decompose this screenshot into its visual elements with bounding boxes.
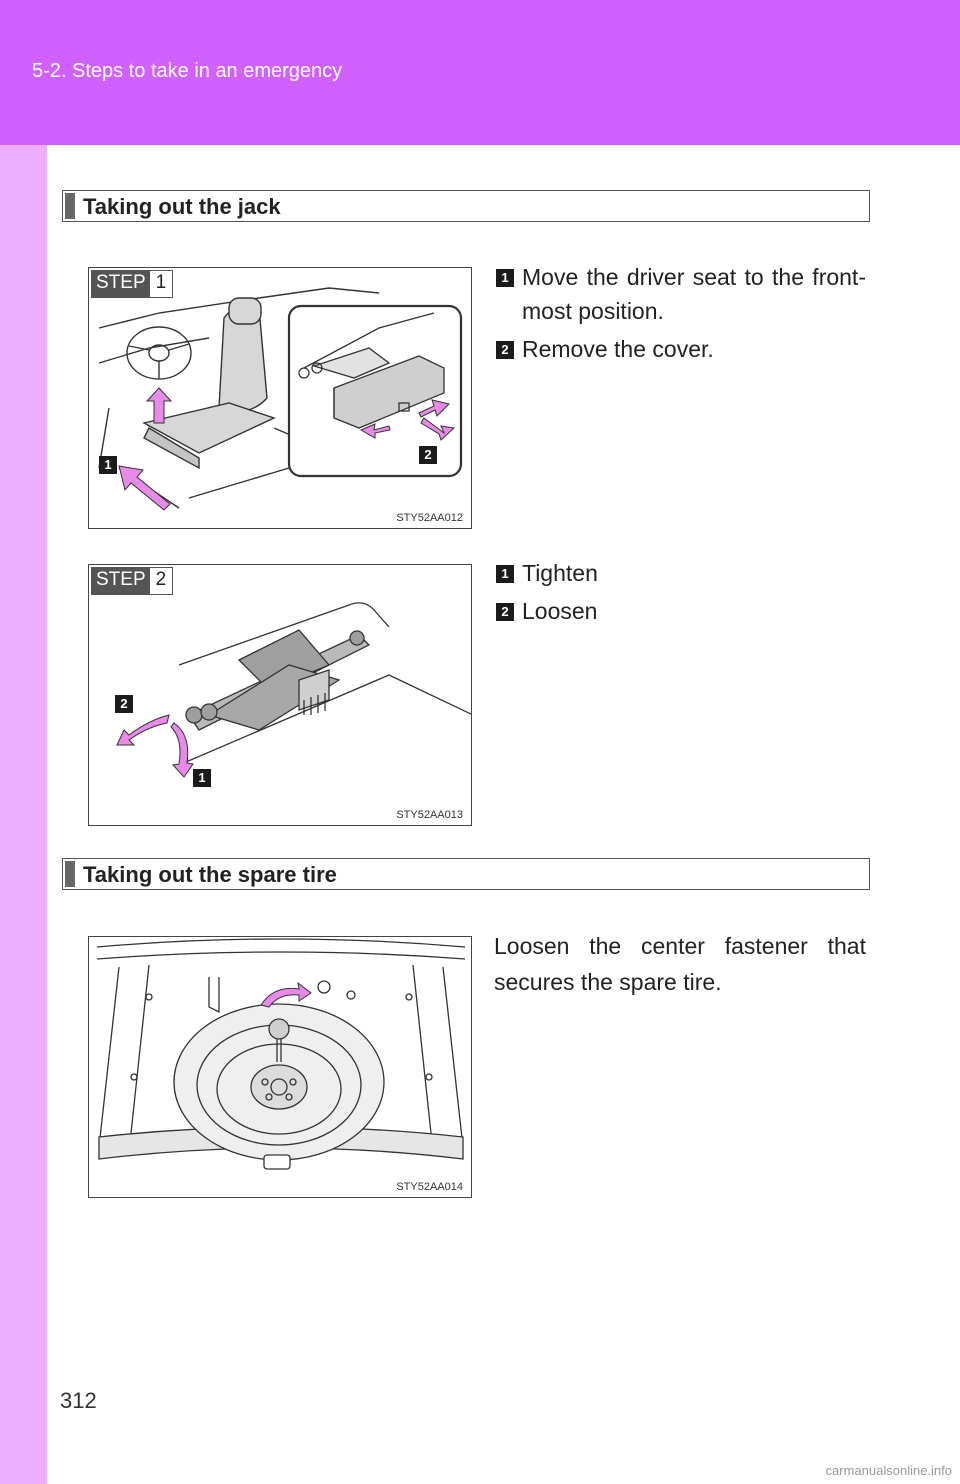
- step-label: STEP: [92, 568, 150, 594]
- step2-instructions: 1 Tighten 2 Loosen: [496, 556, 866, 628]
- item-number-badge: 1: [496, 269, 514, 287]
- step2-illustration: [116, 602, 471, 778]
- page-header: 5-2. Steps to take in an emergency: [0, 0, 960, 145]
- jack-section-heading: Taking out the jack: [62, 190, 870, 222]
- item-number-badge: 2: [496, 603, 514, 621]
- item-text: Loosen: [522, 598, 598, 624]
- figure-code: STY52AA014: [396, 1181, 463, 1193]
- instruction-item: 2 Remove the cover.: [496, 332, 866, 366]
- spare-tire-illustration: [96, 938, 466, 1170]
- instruction-item: 1 Tighten: [496, 556, 866, 590]
- section-title: 5-2. Steps to take in an emergency: [32, 60, 343, 82]
- figure-code: STY52AA012: [396, 512, 463, 524]
- spare-instruction: Loosen the center fastener that secures …: [494, 933, 866, 995]
- jack-heading-text: Taking out the jack: [83, 194, 281, 219]
- watermark: carmanualsonline.info: [825, 1463, 952, 1478]
- heading-bar: [65, 861, 75, 887]
- spare-tire-figure: STY52AA014: [88, 936, 472, 1198]
- step1-tag: STEP 1: [91, 270, 174, 298]
- item-number-badge: 2: [496, 341, 514, 359]
- step1-illustration: [98, 287, 463, 511]
- instruction-item: 1 Move the driver seat to the front-most…: [496, 260, 866, 328]
- item-text: Tighten: [522, 560, 598, 586]
- callout-2: 2: [115, 695, 133, 713]
- step2-figure: STEP 2 2 1 STY52AA013: [88, 564, 472, 826]
- item-text: Remove the cover.: [522, 336, 714, 362]
- step-label: STEP: [92, 271, 150, 297]
- step-number: 2: [149, 568, 173, 594]
- page-number: 312: [60, 1388, 97, 1413]
- callout-1: 1: [193, 769, 211, 787]
- figure-code: STY52AA013: [396, 809, 463, 821]
- spare-heading-text: Taking out the spare tire: [83, 862, 337, 887]
- heading-bar: [65, 193, 75, 219]
- callout-1: 1: [99, 456, 117, 474]
- callout-2: 2: [419, 446, 437, 464]
- left-margin-strip: [0, 145, 47, 1484]
- item-number-badge: 1: [496, 565, 514, 583]
- step2-tag: STEP 2: [91, 567, 174, 595]
- spare-section-heading: Taking out the spare tire: [62, 858, 870, 890]
- step-number: 1: [149, 271, 173, 297]
- instruction-item: 2 Loosen: [496, 594, 866, 628]
- item-text: Move the driver seat to the front-most p…: [522, 264, 866, 324]
- step1-instructions: 1 Move the driver seat to the front-most…: [496, 260, 866, 366]
- step1-figure: STEP 1 1 2 STY52AA012: [88, 267, 472, 529]
